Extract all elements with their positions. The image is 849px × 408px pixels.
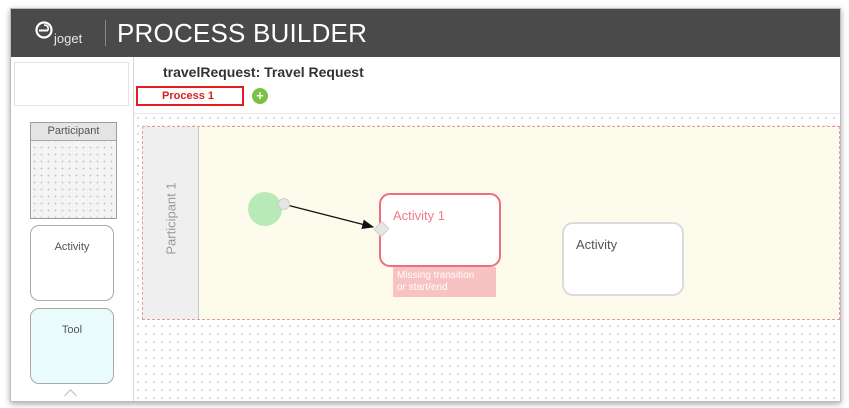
process-canvas[interactable]: Participant 1 Activity 1 Missing transit… <box>134 114 840 401</box>
palette-participant[interactable]: Participant <box>30 122 117 219</box>
start-connector-handle[interactable] <box>278 198 290 210</box>
activity-2-label: Activity <box>576 237 618 252</box>
logo-text: joget <box>54 31 83 46</box>
participant-header[interactable]: Participant 1 <box>143 127 199 319</box>
error-line-1: Missing transition <box>397 270 475 281</box>
validation-error-badge: Missing transition or start/end <box>393 267 496 297</box>
tab-process-1[interactable]: Process 1 <box>136 86 244 106</box>
palette-activity-label: Activity <box>54 241 90 253</box>
transition-arrow[interactable] <box>143 127 841 321</box>
error-line-2: or start/end <box>397 282 448 293</box>
header-divider <box>105 20 106 46</box>
activity-1-label: Activity 1 <box>393 208 446 223</box>
app-header: joget PROCESS BUILDER <box>11 9 840 57</box>
app-title: PROCESS BUILDER <box>117 18 368 48</box>
start-node[interactable] <box>248 192 282 226</box>
process-builder-window: joget PROCESS BUILDER Participant Activi… <box>10 8 841 402</box>
participant-swimlane[interactable]: Participant 1 Activity 1 Missing transit… <box>142 126 840 320</box>
joget-logo-icon <box>35 21 53 39</box>
element-palette: Participant Activity Tool <box>11 57 134 401</box>
palette-tool-label: Tool <box>61 324 83 336</box>
palette-activity[interactable]: Activity <box>30 225 114 301</box>
activity-2-node[interactable]: Activity <box>562 222 684 296</box>
joget-logo: joget <box>35 19 105 47</box>
process-topbar: travelRequest: Travel Request Process 1 … <box>134 57 840 114</box>
activity-1-node[interactable]: Activity 1 <box>373 193 501 267</box>
package-title: travelRequest: Travel Request <box>163 64 364 80</box>
add-process-button[interactable]: + <box>252 88 268 104</box>
palette-tool[interactable]: Tool <box>30 308 114 384</box>
palette-scroll-up-icon[interactable] <box>64 389 77 401</box>
palette-participant-label: Participant <box>31 123 116 141</box>
palette-top-panel <box>14 62 129 106</box>
